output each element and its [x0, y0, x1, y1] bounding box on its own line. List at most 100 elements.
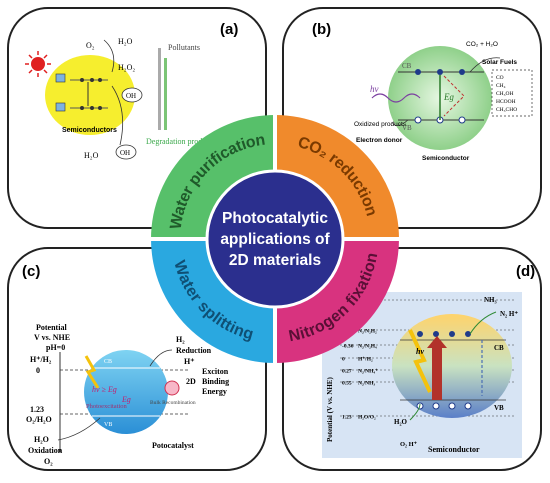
panel-d-cb: CB	[494, 344, 504, 352]
semiconductor-particle	[392, 314, 512, 418]
panel-b-co2-h2o: CO₂ + H₂O	[466, 41, 498, 48]
recombination-burst-icon	[164, 380, 180, 396]
potential-level-label: H⁺/H₂	[358, 356, 373, 363]
panel-d-vb: VB	[494, 404, 504, 412]
oxidation-arrow-c	[57, 417, 101, 441]
panel-a: (a) Semiconductors O₂ H₂O H₂O₂ OH O	[25, 21, 238, 160]
reduction-arrow-c	[149, 349, 173, 367]
panel-c-o2-h2o: O₂/H₂O	[26, 415, 52, 424]
panel-d-nh3: NH₃	[484, 296, 497, 304]
panel-d-label: (d)	[516, 263, 535, 280]
panel-b: (b) CB VB hv Eɡ CO₂ + H₂O Solar Fuels CO…	[312, 21, 533, 162]
panel-c-hv: hv ≥ Eɡ	[92, 385, 117, 394]
light-icon	[408, 329, 432, 393]
potential-level-label: H₂O/O₂	[358, 415, 376, 421]
lightning-icon	[84, 355, 100, 389]
degradation-bar	[164, 58, 167, 130]
panel-c-ph: pH=0	[46, 343, 65, 352]
panel-c-photoexcitation: Photoexcitation	[86, 403, 128, 410]
panel-c-h2: H₂	[176, 335, 185, 344]
panel-a-h2o2: H₂O₂	[118, 63, 135, 72]
panel-a-pollutants: Pollutants	[168, 43, 200, 52]
reduction-arrow	[469, 57, 501, 73]
panel-d-h2o: H₂O	[394, 418, 408, 426]
fuel-item: CH₄	[496, 83, 506, 89]
panel-c-eg: Eɡ	[121, 395, 131, 404]
panel-c-zero: 0	[36, 366, 40, 375]
panel-c: (c) Potential V vs. NHE pH=0 H⁺/H₂ 0 1.2…	[22, 263, 229, 466]
light-wave	[371, 93, 421, 103]
panel-c-label: (c)	[22, 263, 40, 280]
recombination-arrow	[443, 75, 465, 117]
fuel-item: CH₃OH	[496, 91, 514, 97]
panel-b-solar-fuels: Solar Fuels	[482, 59, 517, 66]
fuel-list: CO CH₄ CH₃OH HCOOH CH₃CHO	[496, 75, 517, 113]
electrons-d	[417, 331, 471, 337]
panel-c-h2o: H₂O	[34, 435, 49, 444]
panel-c-exciton3: Energy	[202, 387, 227, 396]
panel-a-semiconductors: Semiconductors	[62, 127, 117, 134]
center-circle	[205, 169, 345, 309]
panel-a-o2: O₂	[86, 41, 95, 50]
panel-a-label: (a)	[220, 21, 238, 38]
potential-level-value: 1.23	[342, 415, 352, 421]
panel-c-exciton1: Exciton	[202, 367, 229, 376]
fuel-item: CH₃CHO	[496, 107, 517, 113]
panel-b-vb: VB	[402, 124, 412, 132]
potential-level-value: 0.27	[342, 369, 352, 375]
center-title-line2: applications of	[220, 231, 330, 248]
holes	[414, 116, 466, 124]
potential-level-label: N₂/NH₃	[358, 381, 375, 387]
panel-b-oxidized: Oxidized products	[354, 121, 407, 128]
panel-c-recombination: Bulk Recombination	[150, 400, 196, 406]
potential-level-label: N₂/N₂H₂	[358, 329, 377, 335]
potential-level-value: 0	[342, 357, 345, 363]
ring-water-purification	[151, 115, 275, 239]
ring-water-splitting	[151, 239, 275, 363]
potential-level-value: 0.55	[342, 381, 352, 387]
sun-icon	[25, 51, 51, 77]
excitation-arrow-d	[432, 346, 442, 400]
panel-c-oxidation: Oxidation	[28, 446, 63, 455]
panel-c-photocatalyst: Potocatalyst	[152, 441, 194, 450]
panel-c-o2: O₂	[44, 457, 53, 466]
panel-a-h2o-top: H₂O	[118, 37, 133, 46]
panel-a-degradation: Degradation products	[146, 137, 215, 146]
photocatalyst-particle	[45, 55, 135, 135]
oxidation-arrow	[391, 119, 409, 126]
panel-b-semiconductor: Semiconductor	[422, 155, 470, 162]
panel-d: (d) Potential (V vs. NHE) -3.20N₂/N₂H-1.…	[322, 263, 535, 458]
panel-c-cb: CB	[104, 359, 112, 365]
panel-b-label: (b)	[312, 21, 331, 38]
panel-b-hv: hv	[370, 84, 379, 94]
fuel-item: CO	[496, 75, 504, 81]
pollutant-bar	[158, 48, 161, 130]
cocatalyst-top	[55, 73, 66, 83]
ring-nitrogen-fixation	[275, 239, 399, 363]
panel-c-axis2: V vs. NHE	[34, 333, 70, 342]
cocatalyst-bottom	[55, 102, 66, 112]
panel-c-reduction: Reduction	[176, 346, 212, 355]
oh-bubble-1	[121, 87, 143, 103]
panel-a-oh-2: OH	[120, 149, 130, 157]
center-title-line1: Photocatalytic	[222, 210, 328, 227]
panel-c-v123: 1.23	[30, 405, 44, 414]
panel-d-semiconductor: Semiconductor	[428, 445, 480, 454]
panel-c-2d: 2D	[186, 377, 196, 386]
photocatalyst-sphere	[84, 350, 168, 434]
panel-a-h2o-bottom: H₂O	[84, 151, 99, 160]
panel-a-oh-1: OH	[126, 92, 136, 100]
panel-c-exciton2: Binding	[202, 377, 229, 386]
potential-level-label: N₂/N₂H₄	[358, 344, 377, 350]
panel-b-donor: Electron donor	[356, 137, 403, 144]
panel-d-n2h: N₂ H⁺	[500, 310, 518, 318]
fuel-list-box	[491, 69, 533, 117]
panel-b-cb: CB	[402, 62, 412, 70]
oh-bubble-2	[115, 144, 137, 160]
panel-c-axis1: Potential	[36, 323, 67, 332]
panel-d-axis: Potential (V vs. NHE)	[326, 377, 334, 442]
panel-c-hplus: H⁺	[184, 357, 194, 366]
center-title-line3: 2D materials	[229, 252, 321, 269]
ring-co2-reduction	[275, 115, 399, 239]
